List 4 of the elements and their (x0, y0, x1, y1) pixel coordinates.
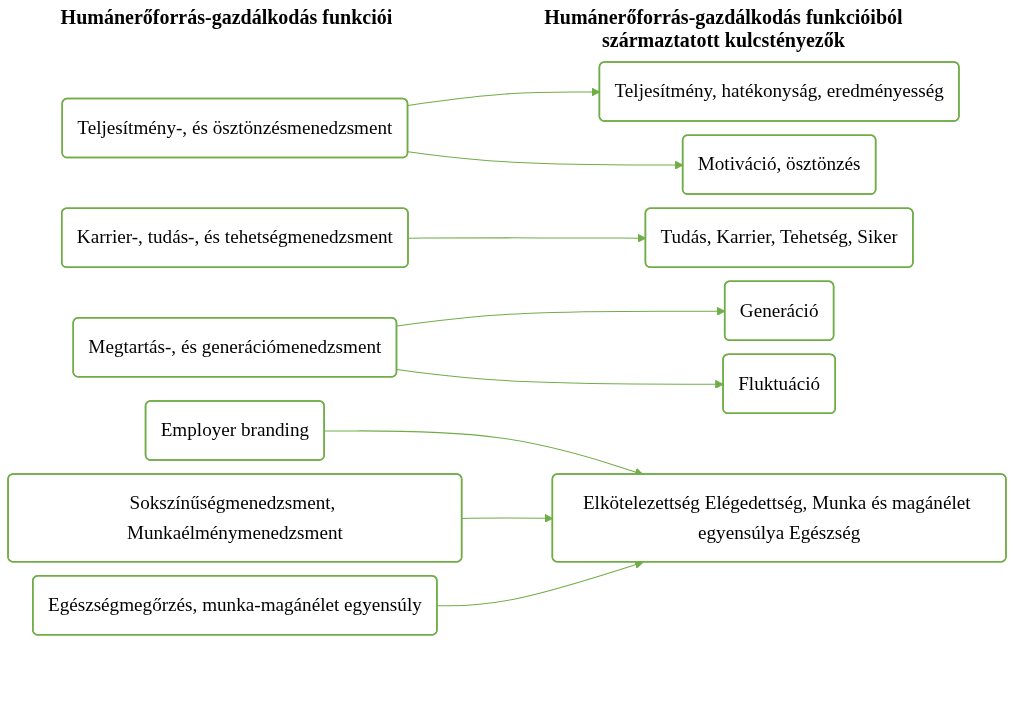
arrow (396, 369, 724, 389)
column-heading: Humánerőforrás-gazdálkodás funkciói (60, 6, 393, 31)
column-heading: Humánerőforrás-gazdálkodás funkcióiból származtatott kulcstényezők (543, 6, 904, 52)
arrow (436, 560, 644, 607)
